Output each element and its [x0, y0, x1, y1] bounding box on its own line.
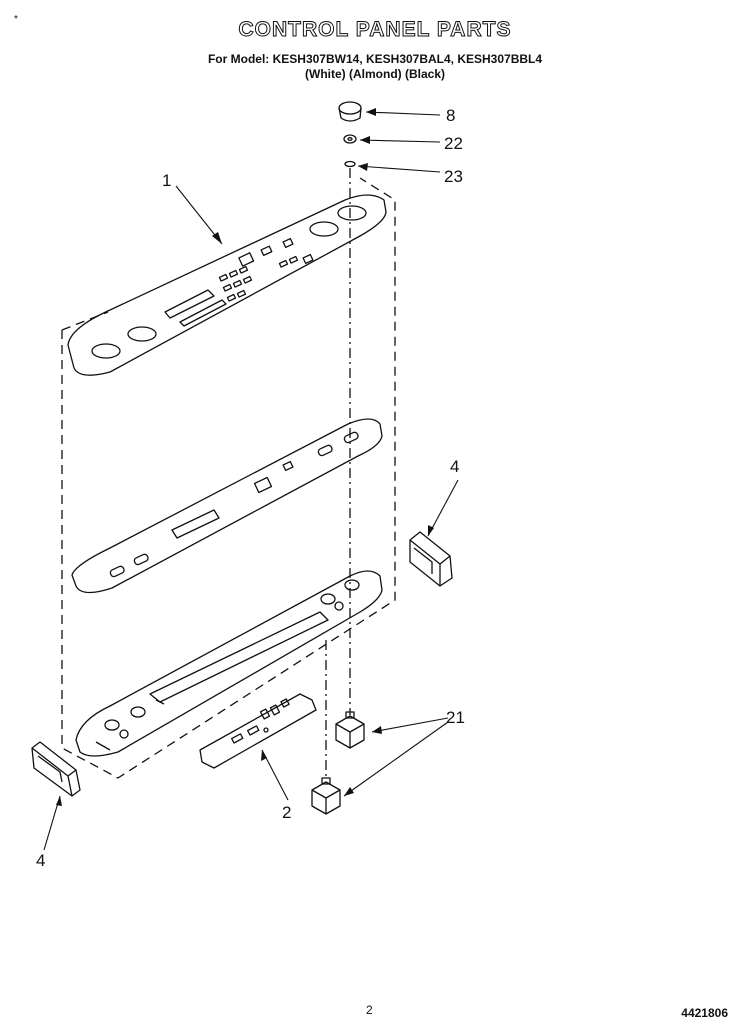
page-title: CONTROL PANEL PARTS [238, 18, 512, 42]
overlay-part-1 [67, 194, 387, 376]
leader-21-b [343, 721, 449, 797]
corner-mark: * [14, 14, 18, 25]
callout-22: 22 [444, 134, 463, 153]
control-panel-frame [75, 570, 383, 757]
callout-1: 1 [162, 171, 171, 190]
callout-23: 23 [444, 167, 463, 186]
model-numbers: For Model: KESH307BW14, KESH307BAL4, KES… [207, 52, 543, 66]
leader-8 [365, 111, 441, 116]
assembly-outline-top [61, 311, 109, 331]
nut-part-22 [343, 134, 357, 144]
callout-4-right: 4 [450, 457, 459, 476]
callout-21: 21 [446, 708, 465, 727]
circuit-board-part-2 [199, 693, 317, 769]
leader-23 [357, 165, 441, 173]
knob-part-8 [338, 101, 362, 122]
callout-8: 8 [446, 106, 455, 125]
model-colors: (White) (Almond) (Black) [305, 67, 445, 81]
callout-4-left: 4 [36, 851, 45, 870]
switch-part-21-lower [311, 777, 341, 815]
leader-22 [359, 139, 441, 143]
leader-1 [175, 185, 223, 245]
end-cap-part-4-left [31, 741, 81, 797]
leader-4-right [427, 479, 459, 537]
assembly-outline-left [61, 177, 396, 779]
insulator-panel [71, 418, 383, 594]
document-code: 4421806 [681, 1006, 728, 1020]
page-number: 2 [366, 1003, 373, 1017]
callout-2: 2 [282, 803, 291, 822]
leader-21-a [371, 717, 449, 733]
washer-part-23 [344, 160, 356, 168]
switch-part-21-upper [335, 711, 365, 749]
end-cap-part-4-right [409, 531, 453, 587]
